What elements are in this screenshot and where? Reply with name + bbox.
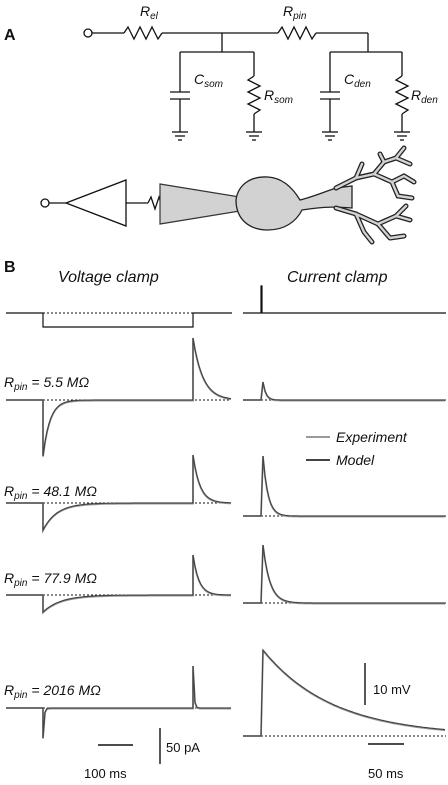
- label-c-den: Cden: [344, 71, 371, 90]
- vc-trace-model-2: [6, 454, 232, 533]
- vc-trace-model-4: [6, 665, 231, 739]
- equivalent-circuit: [83, 25, 410, 132]
- title-voltage-clamp: Voltage clamp: [58, 269, 159, 286]
- resistor-r-pin: [277, 25, 317, 41]
- recording-schematic: [40, 145, 417, 245]
- scalebar-cc-voltage-label: 10 mV: [373, 682, 411, 697]
- current-pulse-command: [243, 285, 446, 314]
- panel-b-label: B: [4, 259, 16, 276]
- vc-trace-model-3: [6, 554, 231, 614]
- scalebar-vc-current-label: 50 pA: [166, 740, 200, 755]
- resistor-r-som: [246, 75, 262, 115]
- ground-icon: [246, 131, 262, 141]
- row-labels: Rpin = 5.5 MΩ Rpin = 48.1 MΩ Rpin = 77.9…: [4, 374, 101, 701]
- dendrite-icon: [334, 146, 416, 244]
- scale-bars: [98, 663, 404, 764]
- ground-symbols: [172, 131, 410, 141]
- recording-traces: [6, 337, 446, 739]
- row-label-3: Rpin = 77.9 MΩ: [4, 570, 97, 589]
- resistor-r-den: [394, 75, 410, 115]
- cc-trace-model-3: [243, 544, 445, 604]
- row-label-1: Rpin = 5.5 MΩ: [4, 374, 89, 393]
- vc-trace-experiment-1: [6, 338, 232, 457]
- voltage-step-command: [6, 312, 232, 328]
- legend: Experiment Model: [306, 429, 408, 468]
- scalebar-vc-time-label: 100 ms: [84, 766, 127, 781]
- amplifier-input-terminal: [40, 198, 50, 208]
- input-terminal: [83, 28, 93, 38]
- row-label-4: Rpin = 2016 MΩ: [4, 682, 101, 701]
- scalebar-cc-time-label: 50 ms: [368, 766, 404, 781]
- panel-a-label: A: [4, 27, 16, 44]
- title-current-clamp: Current clamp: [287, 269, 388, 286]
- cc-trace-model-4: [243, 648, 446, 737]
- resistor-r-el: [123, 25, 163, 41]
- label-r-som: Rsom: [264, 87, 293, 106]
- amplifier-icon: [64, 179, 127, 227]
- ground-icon: [172, 131, 188, 141]
- label-r-den: Rden: [411, 87, 438, 106]
- pipette-icon: [159, 183, 247, 225]
- legend-label-model: Model: [336, 452, 375, 468]
- command-waveforms: [6, 285, 446, 328]
- cc-trace-model-2: [243, 455, 445, 517]
- cc-trace-experiment-1: [243, 381, 445, 402]
- neuron-soma-icon: [235, 176, 353, 231]
- vc-trace-experiment-4: [6, 666, 231, 739]
- legend-label-experiment: Experiment: [336, 429, 408, 445]
- label-c-som: Csom: [194, 71, 223, 90]
- row-label-2: Rpin = 48.1 MΩ: [4, 483, 97, 502]
- cc-trace-model-1: [243, 381, 445, 401]
- label-r-pin: Rpin: [283, 3, 307, 22]
- cc-trace-experiment-4: [243, 649, 446, 737]
- ground-icon: [322, 131, 338, 141]
- ground-icon: [394, 131, 410, 141]
- vc-trace-model-1: [6, 337, 232, 457]
- cc-trace-experiment-3: [243, 544, 445, 605]
- label-r-el: Rel: [140, 3, 159, 22]
